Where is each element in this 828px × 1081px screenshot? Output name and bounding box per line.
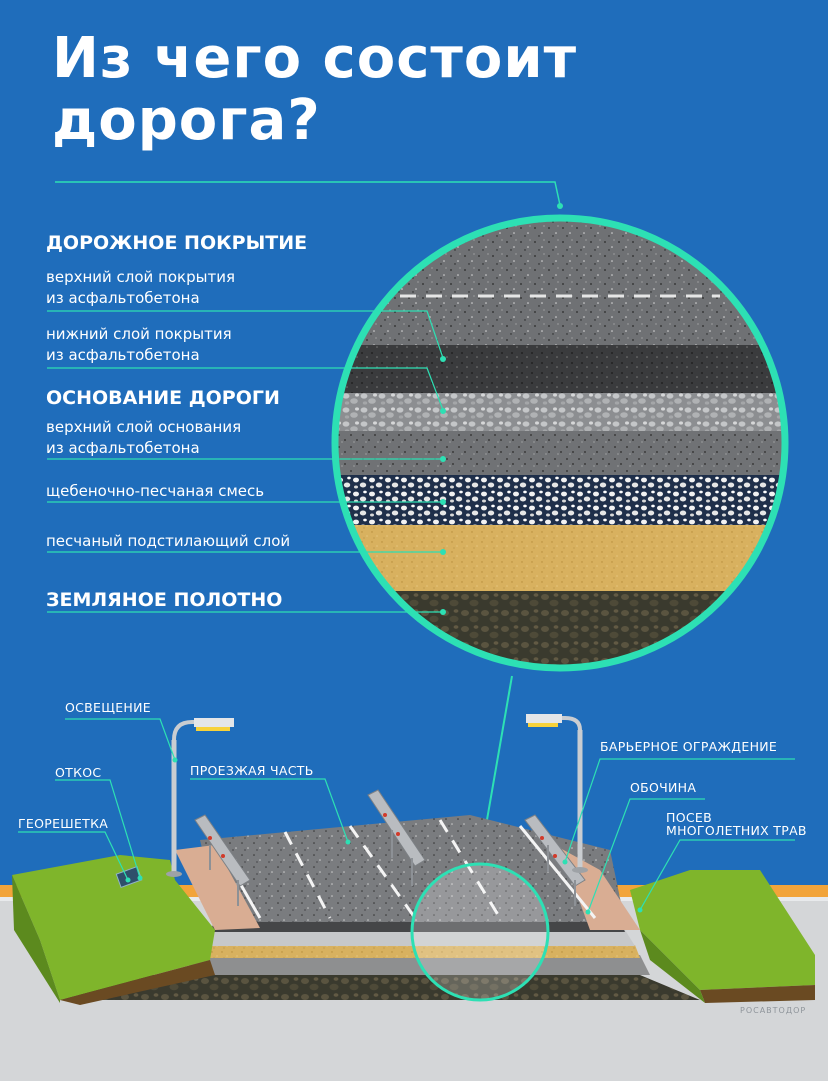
label-gravel-sand: щебеночно-песчаная смесь xyxy=(46,482,265,500)
label-shoulder: ОБОЧИНА xyxy=(630,780,697,795)
page-title: Из чего состоит дорога? xyxy=(52,28,577,152)
label-barrier: БАРЬЕРНОЕ ОГРАЖДЕНИЕ xyxy=(600,739,778,754)
guardrail-icon xyxy=(194,789,586,906)
header-earth-bed: ЗЕМЛЯНОЕ ПОЛОТНО xyxy=(46,589,283,611)
header-road-coating: ДОРОЖНОЕ ПОКРЫТИЕ xyxy=(46,232,308,254)
title-line-2: дорога? xyxy=(52,88,321,153)
label-lighting: ОСВЕЩЕНИЕ xyxy=(65,700,151,715)
label-upper-base-2: из асфальтобетона xyxy=(46,439,200,457)
header-road-base: ОСНОВАНИЕ ДОРОГИ xyxy=(46,387,280,409)
label-lower-coat-1: нижний слой покрытия xyxy=(46,325,232,343)
label-geogrid: ГЕОРЕШЕТКА xyxy=(18,816,109,831)
label-grass-1: ПОСЕВ xyxy=(666,810,712,825)
label-upper-base-1: верхний слой основания xyxy=(46,418,242,436)
label-slope: ОТКОС xyxy=(55,765,102,780)
label-lower-coat-2: из асфальтобетона xyxy=(46,346,200,364)
label-grass-2: МНОГОЛЕТНИХ ТРАВ xyxy=(666,823,807,838)
label-upper-coat-2: из асфальтобетона xyxy=(46,289,200,307)
label-sand-layer: песчаный подстилающий слой xyxy=(46,532,291,550)
title-line-1: Из чего состоит xyxy=(52,26,578,91)
road-section xyxy=(12,714,815,1005)
watermark: РОСАВТОДОР xyxy=(740,1006,807,1015)
label-upper-coat-1: верхний слой покрытия xyxy=(46,268,235,286)
label-carriageway: ПРОЕЗЖАЯ ЧАСТЬ xyxy=(190,763,314,778)
